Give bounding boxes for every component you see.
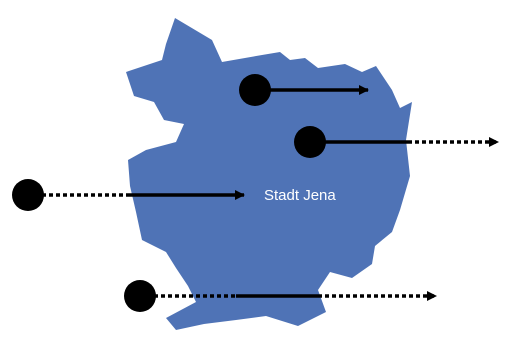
city-region-shape — [126, 18, 412, 330]
trajectory-2-start-marker — [294, 126, 326, 158]
trajectory-2 — [294, 126, 499, 158]
region-label: Stadt Jena — [264, 187, 336, 204]
trajectory-1 — [239, 74, 369, 106]
trajectory-3-start-marker — [12, 179, 44, 211]
trajectory-4-start-marker — [124, 280, 156, 312]
trajectory-1-start-marker — [239, 74, 271, 106]
trajectory-4 — [124, 280, 437, 312]
trajectory-3 — [12, 179, 245, 211]
